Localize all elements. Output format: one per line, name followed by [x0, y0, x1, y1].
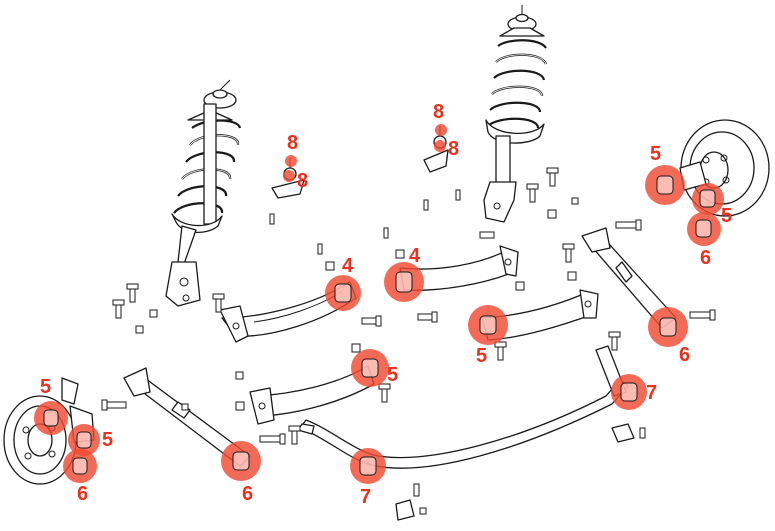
callout-label: 8: [297, 170, 309, 192]
hardware-bolts: [101, 167, 716, 515]
callout-label: 4: [342, 255, 354, 277]
callout-label: 6: [77, 483, 89, 505]
right-strut-assembly: [483, 5, 548, 223]
right-upper-control-arm: [399, 245, 519, 291]
callout-label: 7: [646, 382, 658, 404]
callout-label: 5: [721, 205, 733, 227]
callout-label: 7: [360, 486, 372, 508]
callout-label: 8: [448, 138, 460, 160]
callout-label: 5: [650, 143, 662, 165]
bushing-markers: [34, 124, 724, 484]
stabilizer-bar: [297, 345, 635, 521]
callout-label: 5: [102, 429, 114, 451]
left-lower-control-arm: [249, 365, 375, 425]
bushing-marker-8-left-upper: [285, 155, 297, 167]
callout-label: 6: [700, 247, 712, 269]
bushing-marker-8-right-lower: [434, 140, 446, 152]
callout-label: 8: [433, 101, 445, 123]
bushing-marker-8-right-upper: [435, 124, 447, 136]
callout-label: 5: [40, 376, 52, 398]
callout-label: 6: [242, 483, 254, 505]
callout-label: 5: [387, 364, 399, 386]
right-trailing-arm: [581, 227, 677, 329]
right-lower-control-arm: [481, 289, 599, 341]
callout-label: 8: [287, 132, 299, 154]
left-strut-assembly: [165, 79, 242, 307]
callout-label: 4: [409, 245, 421, 267]
callout-label: 6: [679, 344, 691, 366]
bushing-marker-8-left-lower: [283, 170, 295, 182]
callout-label: 5: [476, 345, 488, 367]
